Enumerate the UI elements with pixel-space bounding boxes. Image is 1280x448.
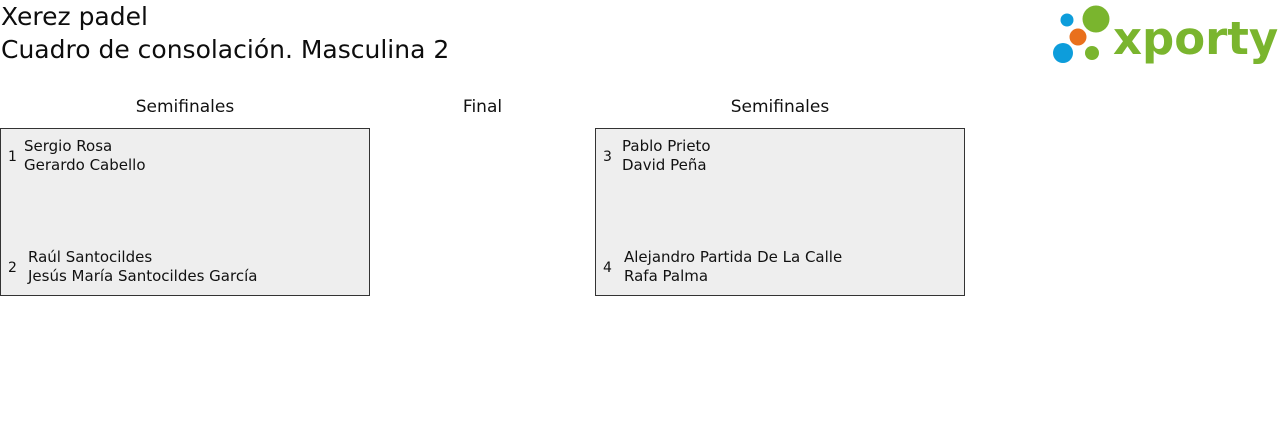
draw-title: Cuadro de consolación. Masculina 2 [1, 35, 450, 64]
seed-number: 4 [603, 260, 612, 276]
seed-number: 3 [603, 149, 612, 165]
logo-dot-blue-large [1053, 43, 1073, 63]
player-name: David Peña [622, 156, 707, 174]
match-box-semifinal-2[interactable]: 3 Pablo Prieto David Peña 4 Alejandro Pa… [595, 128, 965, 296]
seed-number: 1 [8, 149, 17, 165]
club-name: Xerez padel [1, 2, 148, 31]
round-label-semifinal-left: Semifinales [135, 97, 235, 117]
logo-dot-green-large [1082, 5, 1110, 33]
round-label-semifinal-right: Semifinales [730, 97, 830, 117]
player-name: Pablo Prieto [622, 137, 711, 155]
logo-dot-orange [1069, 28, 1087, 46]
logo-dot-blue-small [1060, 13, 1074, 27]
player-name: Gerardo Cabello [24, 156, 146, 174]
player-name: Raúl Santocildes [28, 248, 153, 266]
team-players: Pablo Prieto David Peña [622, 137, 711, 175]
logo-dot-green-small [1085, 46, 1099, 60]
player-name: Alejandro Partida De La Calle [624, 248, 843, 266]
xporty-logo[interactable]: xporty [1050, 2, 1278, 68]
player-name: Rafa Palma [624, 267, 709, 285]
team-players: Raúl Santocildes Jesús María Santocildes… [28, 248, 257, 286]
team-players: Sergio Rosa Gerardo Cabello [24, 137, 146, 175]
logo-wordmark: xporty [1113, 12, 1278, 65]
round-label-final: Final [462, 97, 503, 117]
player-name: Jesús María Santocildes García [28, 267, 258, 285]
match-box-semifinal-1[interactable]: 1 Sergio Rosa Gerardo Cabello 2 Raúl San… [0, 128, 370, 296]
team-players: Alejandro Partida De La Calle Rafa Palma [624, 248, 842, 286]
player-name: Sergio Rosa [24, 137, 113, 155]
seed-number: 2 [8, 260, 17, 276]
